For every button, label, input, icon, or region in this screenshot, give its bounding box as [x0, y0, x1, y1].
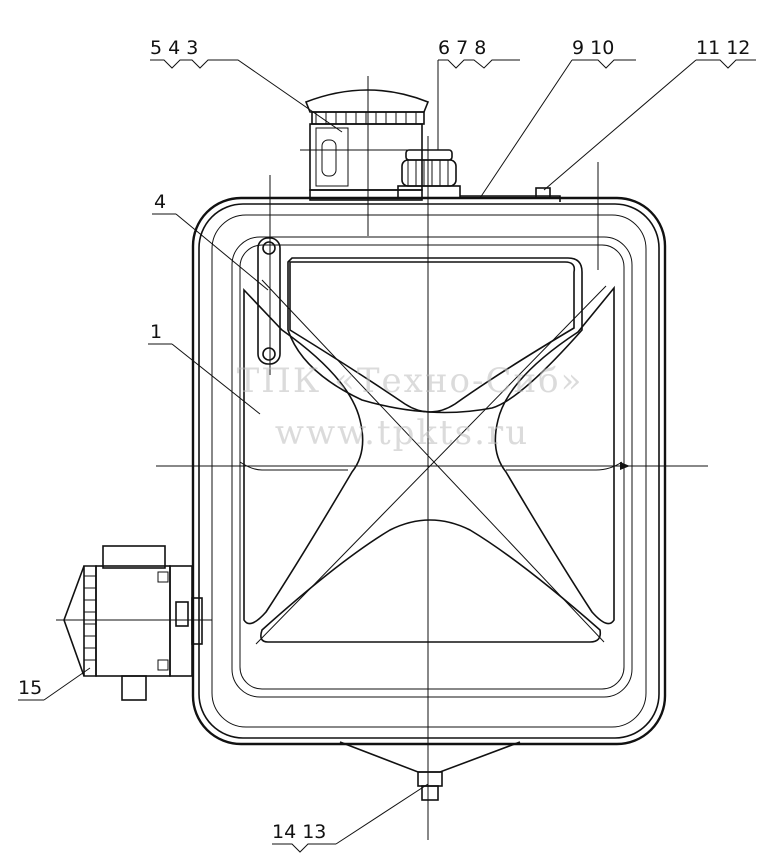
drain-plug [417, 771, 443, 801]
callout-1: 1 [150, 321, 162, 343]
watermark-url: www.tpkts.ru [275, 413, 529, 453]
leader-lines [18, 59, 756, 853]
callout-5-4-3: 5 4 3 [150, 37, 198, 59]
callout-15: 15 [18, 677, 42, 699]
top-plate [460, 187, 561, 202]
callout-6-7-8: 6 7 8 [438, 37, 486, 59]
callout-4: 4 [154, 191, 166, 213]
level-gauge [257, 237, 281, 365]
watermark-company: ТПК «Техно-Сиб» [237, 361, 584, 401]
side-valve [56, 545, 212, 701]
tank-body [191, 196, 667, 773]
callout-9-10: 9 10 [572, 37, 614, 59]
callout-14-13: 14 13 [272, 821, 326, 843]
callout-11-12: 11 12 [696, 37, 750, 59]
breather-fitting [397, 149, 461, 199]
filler-cap [300, 89, 440, 201]
center-lines [156, 76, 708, 840]
stiffener-panel [231, 236, 633, 698]
